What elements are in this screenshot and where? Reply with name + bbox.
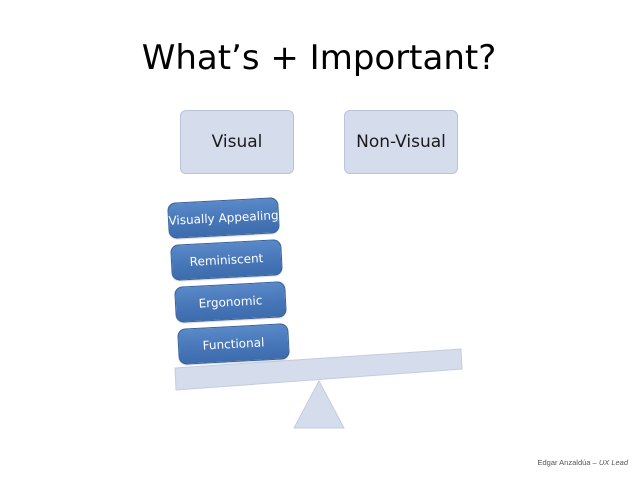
stack-item-ergonomic: Ergonomic (174, 281, 287, 323)
category-visual-label: Visual (211, 132, 263, 152)
stack-item-label: Reminiscent (189, 251, 264, 269)
stack-item-label: Visually Appealing (168, 208, 279, 228)
category-non-visual: Non-Visual (344, 110, 458, 174)
category-non-visual-label: Non-Visual (356, 132, 446, 152)
footer-separator: – (590, 458, 599, 467)
footer-role: UX Lead (598, 458, 628, 467)
category-visual: Visual (180, 110, 294, 174)
stack-item-label: Functional (202, 335, 265, 353)
seesaw-beam (174, 348, 463, 391)
stack-item-functional: Functional (177, 323, 290, 365)
stack-item-visually-appealing: Visually Appealing (167, 197, 280, 239)
footer-author: Edgar Anzaldúa (537, 458, 591, 467)
slide-title: What’s + Important? (141, 38, 497, 78)
footer-credit: Edgar Anzaldúa – UX Lead (538, 458, 629, 467)
stack-item-reminiscent: Reminiscent (170, 239, 283, 281)
seesaw-fulcrum (293, 379, 345, 429)
stack-item-label: Ergonomic (198, 293, 263, 311)
